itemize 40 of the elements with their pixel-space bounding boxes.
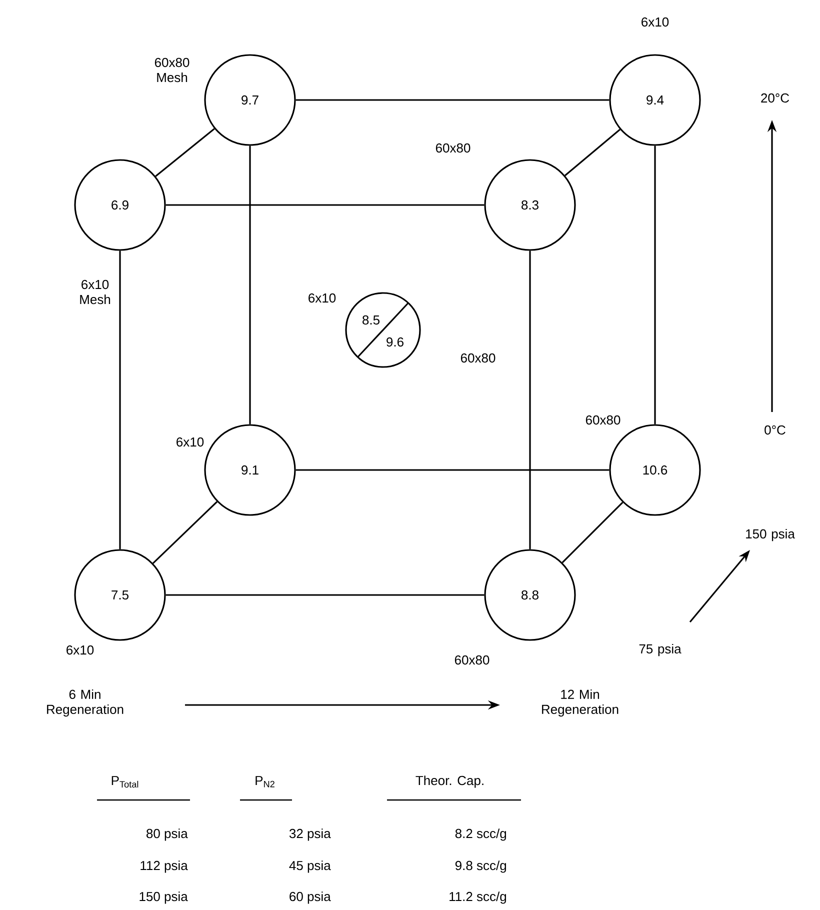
table-cell: 9.8 scc/g (455, 860, 506, 873)
mesh-label: 6x10 (642, 17, 669, 27)
mesh-label: 60x80 (454, 655, 490, 665)
cube-edge (562, 502, 624, 564)
cube-edge (654, 146, 656, 424)
mesh-label: 60x80 (436, 143, 470, 153)
table-cell: 80 psia (146, 828, 188, 841)
column-header: P$_{Total}$ (112, 776, 138, 788)
axis-label: 12 Min Regeneration (542, 689, 618, 717)
axis-label: 20°C (761, 93, 790, 103)
table-cell: 150 psia (140, 892, 188, 904)
table-cell: 60 psia (290, 892, 331, 904)
table-cell: 11.2 scc/g (450, 892, 506, 904)
mesh-label: 6x10 Mesh (80, 280, 110, 304)
cube-edge (296, 469, 610, 471)
mesh-label: 60x80 (586, 415, 620, 425)
column-header: Theor. Cap. (416, 776, 484, 788)
cube-edge (564, 128, 620, 176)
mesh-label: 6x10 (176, 437, 204, 447)
axis-label: 6 Min Regeneration (47, 689, 124, 717)
cube-edge (249, 146, 251, 424)
table-cell: 112 psia (140, 860, 188, 873)
cube-edge (152, 501, 218, 564)
column-header: P$_{N2}$ (256, 776, 274, 788)
axis-label: 0°C (764, 425, 786, 435)
mesh-label: 6x10 (308, 293, 336, 303)
cube-edge (119, 250, 121, 550)
cube-edge (155, 128, 215, 177)
axis-label: 75 psia (639, 644, 682, 656)
mesh-label: 6x10 (66, 645, 94, 655)
table-cell: 45 psia (289, 860, 331, 873)
axis-label: 150 psia (746, 528, 795, 542)
cube-edge (296, 99, 610, 101)
mesh-label: 60x80 (460, 353, 496, 363)
table-cell: 32 psia (289, 828, 331, 841)
cube-edge (166, 204, 484, 206)
table-cell: 8.2 scc/g (455, 828, 506, 841)
mesh-label: 60x80 Mesh (154, 58, 190, 82)
cube-edge (166, 594, 484, 596)
cube-edge (529, 250, 531, 550)
